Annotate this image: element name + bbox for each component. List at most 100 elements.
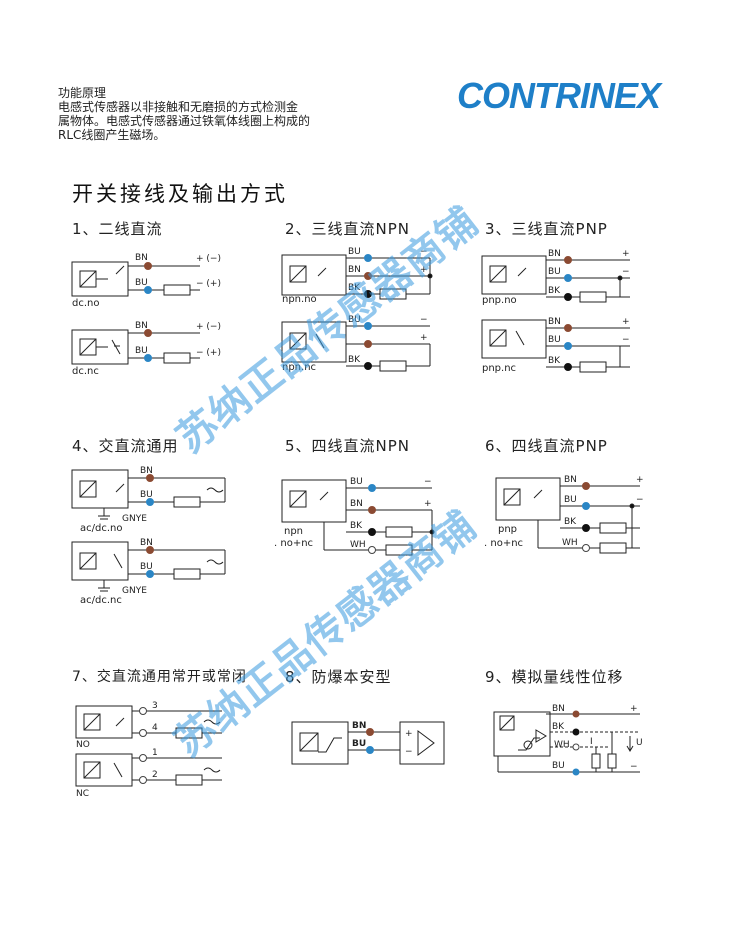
svg-text:GNYE: GNYE	[122, 514, 147, 524]
diagram-4-no: BN BU GNYE ac/dc.no	[71, 466, 226, 534]
svg-text:BU: BU	[348, 315, 361, 325]
blue-terminal	[144, 286, 152, 294]
svg-text:−: −	[622, 267, 630, 277]
svg-text:BU: BU	[140, 562, 153, 572]
sensor-box	[71, 261, 129, 297]
svg-text:+ (−): + (−)	[196, 322, 221, 332]
section-8-title: 8、防爆本安型	[285, 668, 392, 686]
svg-text:BK: BK	[348, 283, 361, 293]
label-bu: BU	[135, 278, 148, 288]
svg-text:BU: BU	[552, 761, 565, 771]
intro-text: 功能原理 电感式传感器以非接触和无磨损的方式检测金 属物体。电感式传感器通过铁氧…	[58, 86, 310, 142]
label-bn: BN	[135, 253, 148, 263]
svg-text:pnp.nc: pnp.nc	[482, 363, 516, 374]
diagram-2-nc: BU − + BK npn.nc	[281, 315, 431, 373]
svg-text:BU: BU	[548, 335, 561, 345]
svg-text:BK: BK	[552, 722, 565, 732]
svg-text:3: 3	[152, 701, 158, 711]
svg-text:U: U	[636, 738, 643, 748]
section-2-title: 2、三线直流NPN	[285, 220, 411, 238]
svg-text:BK: BK	[548, 286, 561, 296]
svg-text:ac/dc.nc: ac/dc.nc	[80, 595, 122, 606]
section-6-title: 6、四线直流PNP	[485, 437, 608, 455]
svg-text:− (+): − (+)	[196, 348, 221, 358]
svg-text:−: −	[630, 762, 638, 772]
svg-text:BU: BU	[548, 267, 561, 277]
section-4-title: 4、交直流通用	[72, 437, 179, 455]
svg-text:+: +	[622, 317, 630, 327]
svg-text:BK: BK	[350, 521, 363, 531]
svg-text:BN: BN	[348, 265, 361, 275]
svg-text:BK: BK	[348, 355, 361, 365]
svg-text:−: −	[420, 315, 428, 325]
svg-text:pnp: pnp	[498, 524, 517, 535]
intro-line: 电感式传感器以非接触和无磨损的方式检测金	[58, 100, 299, 114]
svg-text:npn: npn	[284, 526, 303, 537]
diagram-1-nc: BN BU + (−) − (+) dc.nc	[71, 321, 221, 377]
svg-text:1: 1	[152, 748, 158, 758]
svg-text:BU: BU	[564, 495, 577, 505]
logo-text: CONTRINEX	[457, 75, 663, 116]
svg-text:2: 2	[152, 770, 158, 780]
svg-text:ac/dc.no: ac/dc.no	[80, 523, 122, 534]
diagram-3-no: BN BU BK + − pnp.no	[481, 249, 630, 306]
svg-text:npn.no: npn.no	[282, 294, 317, 305]
diagram-1-no: BN BU + (−) − (+) dc.no	[71, 253, 221, 309]
svg-text:WH: WH	[350, 540, 366, 550]
contrinex-logo: CONTRINEX	[457, 75, 664, 116]
svg-text:+: +	[622, 249, 630, 259]
label-dc-no: dc.no	[72, 298, 99, 309]
diagram-6: BN BU BK WH + − pnp . no+nc	[484, 475, 644, 554]
section-5-title: 5、四线直流NPN	[285, 437, 411, 455]
svg-text:−: −	[622, 335, 630, 345]
page-title: 开关接线及输出方式	[72, 182, 288, 206]
svg-text:BN: BN	[548, 249, 561, 259]
diagram-4-nc: BN BU GNYE ac/dc.nc	[71, 538, 226, 606]
diagram-8: BN BU + −	[291, 721, 445, 765]
intro-line: 属物体。电感式传感器通过铁氧体线圈上构成的	[58, 114, 311, 128]
section-1-title: 1、二线直流	[72, 220, 163, 238]
svg-text:BN: BN	[352, 721, 366, 731]
svg-text:BN: BN	[140, 538, 153, 548]
svg-text:dc.nc: dc.nc	[72, 366, 99, 377]
svg-text:BN: BN	[552, 704, 565, 714]
svg-text:I: I	[590, 737, 593, 747]
label-neg: − (+)	[196, 279, 221, 289]
svg-text:+: +	[420, 265, 428, 275]
diagram-5: BU BN BK WH − + npn . no+nc	[274, 477, 435, 556]
svg-text:−: −	[636, 495, 644, 505]
svg-text:BN: BN	[350, 499, 363, 509]
svg-text:BU: BU	[135, 346, 148, 356]
intro-line: 功能原理	[58, 86, 107, 100]
svg-text:+: +	[636, 475, 644, 485]
svg-text:BU: BU	[348, 247, 361, 257]
diagram-2-no: BU BN BK − + npn.no	[281, 247, 433, 305]
diagram-3-nc: BN BU BK + − pnp.nc	[481, 317, 630, 374]
diagram-7-nc: 1 2 NC	[75, 748, 222, 799]
svg-text:WH: WH	[562, 538, 578, 548]
svg-text:. no+nc: . no+nc	[274, 538, 313, 549]
svg-text:+: +	[424, 499, 432, 509]
label-pos: + (−)	[196, 254, 221, 264]
svg-text:BN: BN	[548, 317, 561, 327]
intro-line: RLC线圈产生磁场。	[58, 128, 166, 142]
svg-text:WH: WH	[554, 740, 570, 750]
brown-terminal	[144, 262, 152, 270]
svg-text:−: −	[405, 747, 413, 757]
svg-text:BN: BN	[135, 321, 148, 331]
svg-text:BN: BN	[564, 475, 577, 485]
diagram-7-no: 3 4 NO	[75, 701, 222, 750]
svg-text:pnp.no: pnp.no	[482, 295, 517, 306]
svg-text:BK: BK	[564, 517, 577, 527]
svg-text:NO: NO	[76, 740, 90, 750]
svg-text:−: −	[420, 247, 428, 257]
section-9-title: 9、模拟量线性位移	[485, 668, 624, 686]
svg-text:NC: NC	[76, 789, 89, 799]
svg-text:. no+nc: . no+nc	[484, 538, 523, 549]
svg-text:BK: BK	[548, 356, 561, 366]
svg-text:BU: BU	[350, 477, 363, 487]
svg-text:+: +	[420, 333, 428, 343]
svg-text:BN: BN	[140, 466, 153, 476]
svg-text:+: +	[405, 729, 413, 739]
